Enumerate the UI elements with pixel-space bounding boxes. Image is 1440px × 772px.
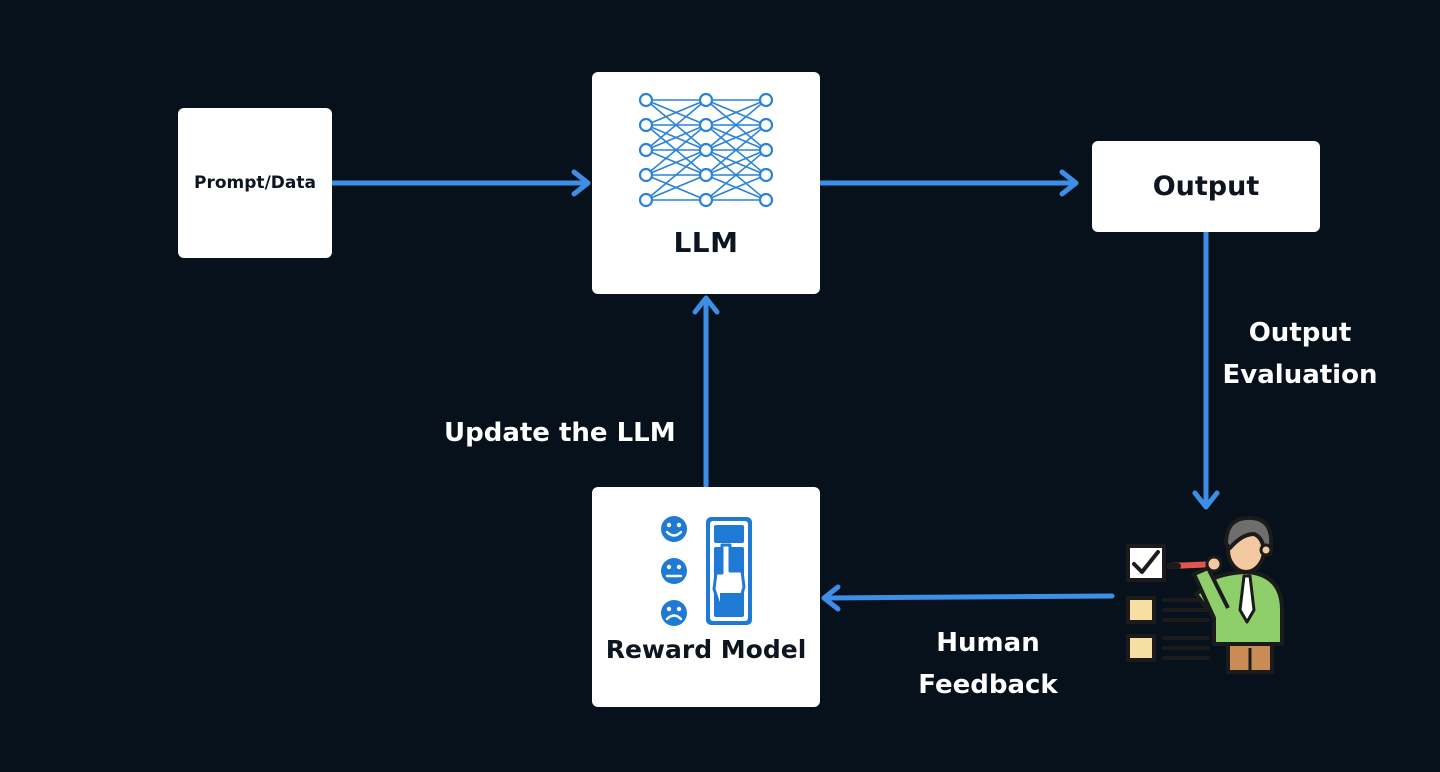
reward-model-label: Reward Model	[605, 635, 807, 664]
human-feedback-line-1: Human	[936, 628, 1040, 658]
arrow-output-to-evaluator	[1192, 230, 1220, 510]
update-llm-label: Update the LLM	[444, 418, 676, 448]
neural-network-icon	[638, 92, 774, 208]
output-evaluation-label: Output Evaluation	[1218, 312, 1382, 396]
feedback-rating-icon	[661, 516, 752, 626]
human-feedback-label: Human Feedback	[906, 622, 1070, 706]
output-evaluation-line-1: Output	[1248, 318, 1352, 348]
arrow-llm-to-output	[818, 169, 1079, 197]
arrow-prompt-to-llm	[330, 169, 591, 197]
prompt-data-node: Prompt/Data	[178, 108, 332, 258]
output-label: Output	[1152, 171, 1260, 202]
output-node: Output	[1092, 141, 1320, 232]
output-evaluation-line-2: Evaluation	[1222, 360, 1378, 390]
human-feedback-line-2: Feedback	[918, 670, 1058, 700]
arrow-reward-to-llm	[692, 295, 720, 489]
reward-model-node: Reward Model	[592, 487, 820, 707]
llm-node: LLM	[592, 72, 820, 294]
llm-label: LLM	[673, 226, 739, 259]
prompt-data-label: Prompt/Data	[194, 173, 316, 193]
arrow-evaluator-to-reward	[821, 584, 1115, 612]
human-evaluator-icon	[1126, 515, 1284, 674]
